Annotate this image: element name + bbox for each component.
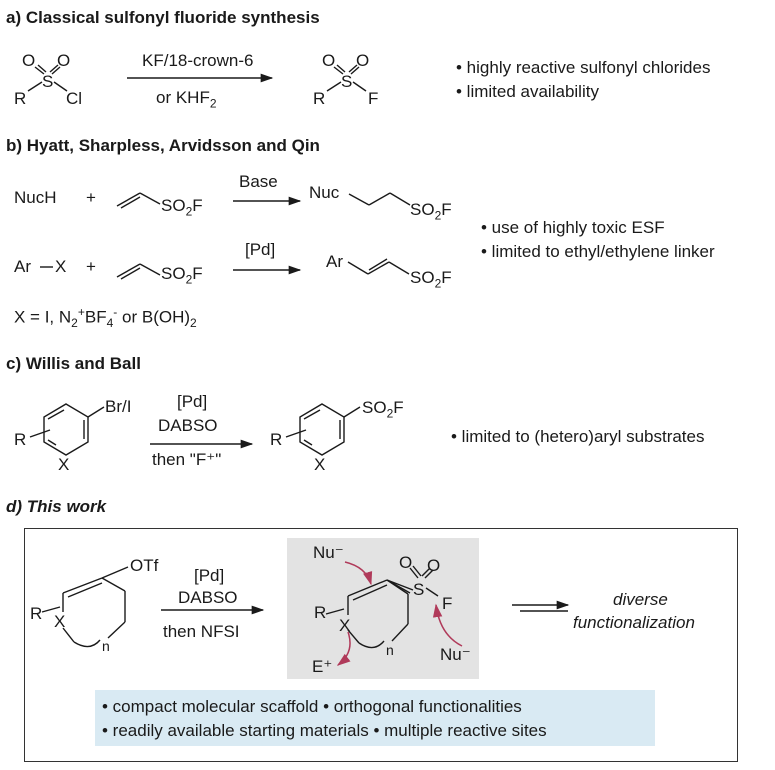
section-b-bullet: • limited to ethyl/ethylene linker bbox=[481, 242, 715, 261]
atom-x: X bbox=[314, 455, 326, 474]
atom-o: O bbox=[57, 51, 71, 70]
ring-size-n: n bbox=[102, 638, 110, 654]
section-d-title: d) This work bbox=[6, 497, 107, 516]
atom-x: X bbox=[54, 612, 66, 631]
esf-so2f: SO2F bbox=[161, 264, 203, 287]
atom-r: R bbox=[30, 604, 43, 623]
halide-br-i: Br/I bbox=[105, 397, 132, 416]
features-box bbox=[95, 690, 655, 746]
bond-r-s-a1 bbox=[27, 81, 43, 92]
outcome-line: diverse bbox=[613, 590, 668, 609]
plus-sign: + bbox=[86, 188, 96, 207]
atom-f: F bbox=[442, 594, 453, 613]
atom-r: R bbox=[313, 89, 326, 108]
bond-s-f-a2 bbox=[352, 81, 367, 92]
atom-s: S bbox=[42, 72, 54, 91]
atom-o: O bbox=[22, 51, 36, 70]
atom-o: O bbox=[356, 51, 370, 70]
product-ring bbox=[325, 565, 439, 649]
atom-r: R bbox=[14, 430, 27, 449]
nuc-group: Nuc bbox=[309, 183, 340, 202]
feature-bullets: • compact molecular scaffold • orthogona… bbox=[102, 697, 522, 716]
section-c-bullet: • limited to (hetero)aryl substrates bbox=[451, 427, 705, 446]
aryl-group: Ar bbox=[14, 257, 31, 276]
atom-s: S bbox=[413, 580, 425, 599]
atom-o: O bbox=[399, 553, 413, 572]
section-a-title: a) Classical sulfonyl fluoride synthesis bbox=[6, 8, 320, 27]
ring-size-n: n bbox=[386, 642, 394, 658]
aryl-ring-left bbox=[29, 403, 105, 456]
reagent-dabso: DABSO bbox=[178, 588, 238, 607]
nucleophile-right: Nu⁻ bbox=[440, 645, 471, 664]
halide-x: X bbox=[55, 257, 67, 276]
product-so2f: SO2F bbox=[410, 268, 452, 291]
nu-attack-arrow-right bbox=[432, 603, 463, 647]
section-c-title: c) Willis and Ball bbox=[6, 354, 141, 373]
esf-vinyl-1 bbox=[116, 192, 141, 207]
section-a-bullet: • highly reactive sulfonyl chlorides bbox=[456, 58, 711, 77]
atom-x: X bbox=[339, 616, 351, 635]
bond-so-left bbox=[34, 66, 45, 75]
section-b-bullet: • use of highly toxic ESF bbox=[481, 218, 665, 237]
atom-o: O bbox=[427, 556, 441, 575]
aryl-group: Ar bbox=[326, 252, 343, 271]
atom-x: X bbox=[58, 455, 70, 474]
esf-so2f: SO2F bbox=[161, 196, 203, 219]
reagent-base: Base bbox=[239, 172, 278, 191]
reagent-dabso: DABSO bbox=[158, 416, 218, 435]
outcome-line: functionalization bbox=[573, 613, 695, 632]
plus-sign: + bbox=[86, 257, 96, 276]
electrophile: E⁺ bbox=[312, 657, 333, 676]
reagent-f-plus: then "F⁺" bbox=[152, 450, 222, 469]
reagent-nfsi: then NFSI bbox=[163, 622, 240, 641]
reagent-khf2: or KHF2 bbox=[156, 88, 217, 111]
aryl-ring-right bbox=[285, 403, 361, 456]
atom-r: R bbox=[14, 89, 27, 108]
reagent-kf-crown: KF/18-crown-6 bbox=[142, 51, 254, 70]
reagent-pd: [Pd] bbox=[177, 392, 208, 411]
atom-s: S bbox=[341, 72, 353, 91]
electrophile-arrow bbox=[336, 631, 351, 666]
atom-f: F bbox=[368, 89, 379, 108]
x-definition: X = I, N2+BF4- or B(OH)2 bbox=[14, 305, 197, 331]
product-highlight-box bbox=[287, 538, 479, 679]
this-work-frame bbox=[24, 528, 738, 762]
atom-r: R bbox=[270, 430, 283, 449]
nu-attack-arrow bbox=[344, 561, 373, 586]
section-b-title: b) Hyatt, Sharpless, Arvidsson and Qin bbox=[6, 136, 320, 155]
atom-cl: Cl bbox=[66, 89, 83, 108]
nucleophile-top: Nu⁻ bbox=[313, 543, 344, 562]
bond-r-s-a2 bbox=[326, 81, 342, 92]
nucleophile: NucH bbox=[14, 188, 57, 207]
feature-bullets: • readily available starting materials •… bbox=[102, 721, 547, 740]
vinyl-triflate-ring bbox=[41, 566, 129, 648]
ar-vinyl bbox=[347, 261, 369, 275]
bond-so-right bbox=[51, 66, 61, 75]
atom-r: R bbox=[314, 603, 327, 622]
product-so2f: SO2F bbox=[410, 200, 452, 223]
atom-o: O bbox=[322, 51, 336, 70]
reagent-pd: [Pd] bbox=[194, 566, 225, 585]
reagent-pd: [Pd] bbox=[245, 240, 276, 259]
product-so2f: SO2F bbox=[362, 398, 404, 421]
triflate-group: OTf bbox=[130, 556, 159, 575]
bond-s-cl bbox=[53, 81, 68, 92]
esf-vinyl-2 bbox=[116, 263, 141, 278]
nuc-chain bbox=[348, 193, 370, 206]
section-a-bullet: • limited availability bbox=[456, 82, 599, 101]
